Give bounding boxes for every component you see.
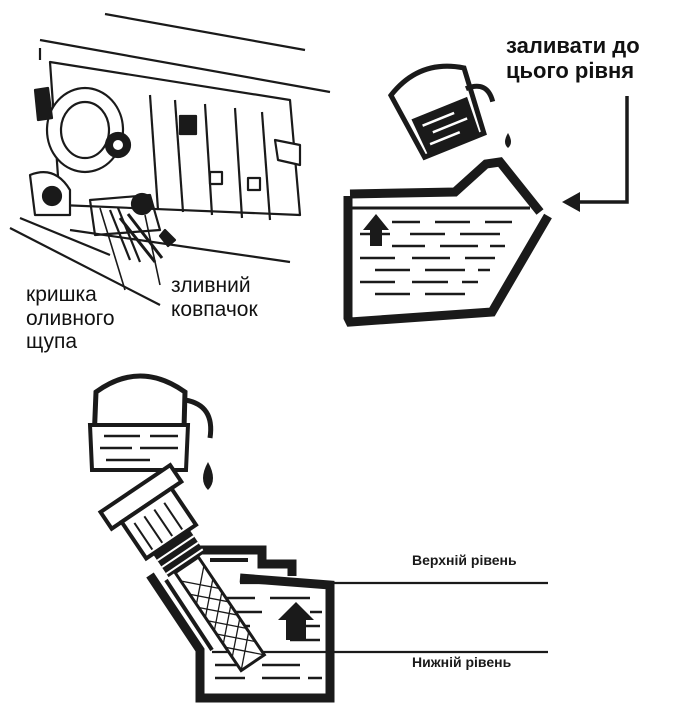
oil-pouring-jug-icon xyxy=(387,63,496,161)
oil-drop-icon xyxy=(203,462,213,490)
dipstick-level-diagram xyxy=(87,373,548,703)
drain-cap-label: зливний ковпачок xyxy=(171,274,258,321)
dipstick-cap-line-2: оливного xyxy=(26,306,115,330)
oil-pouring-jug-icon xyxy=(87,373,214,472)
oil-drop-icon xyxy=(505,133,511,148)
level-up-arrow-icon xyxy=(363,214,389,246)
drain-cap-line-1: зливний xyxy=(171,274,251,297)
fill-to-level-line-1: заливати до xyxy=(506,33,640,58)
engine-sketch xyxy=(9,12,331,306)
drain-cap-line-2: ковпачок xyxy=(171,297,258,321)
lower-level-label: Нижній рівень xyxy=(412,654,512,670)
dipstick-cap-label: кришка оливного щупа xyxy=(26,283,115,354)
level-up-arrow-icon xyxy=(278,602,314,640)
fill-level-diagram xyxy=(343,63,629,327)
fill-to-level-label: заливати до цього рівня xyxy=(506,33,640,83)
upper-level-label: Верхній рівень xyxy=(412,552,517,568)
fill-to-level-line-2: цього рівня xyxy=(506,57,635,83)
dipstick xyxy=(97,462,267,673)
dipstick-cap-line-3: щупа xyxy=(26,330,78,354)
dipstick-cap-line-1: кришка xyxy=(26,283,97,306)
